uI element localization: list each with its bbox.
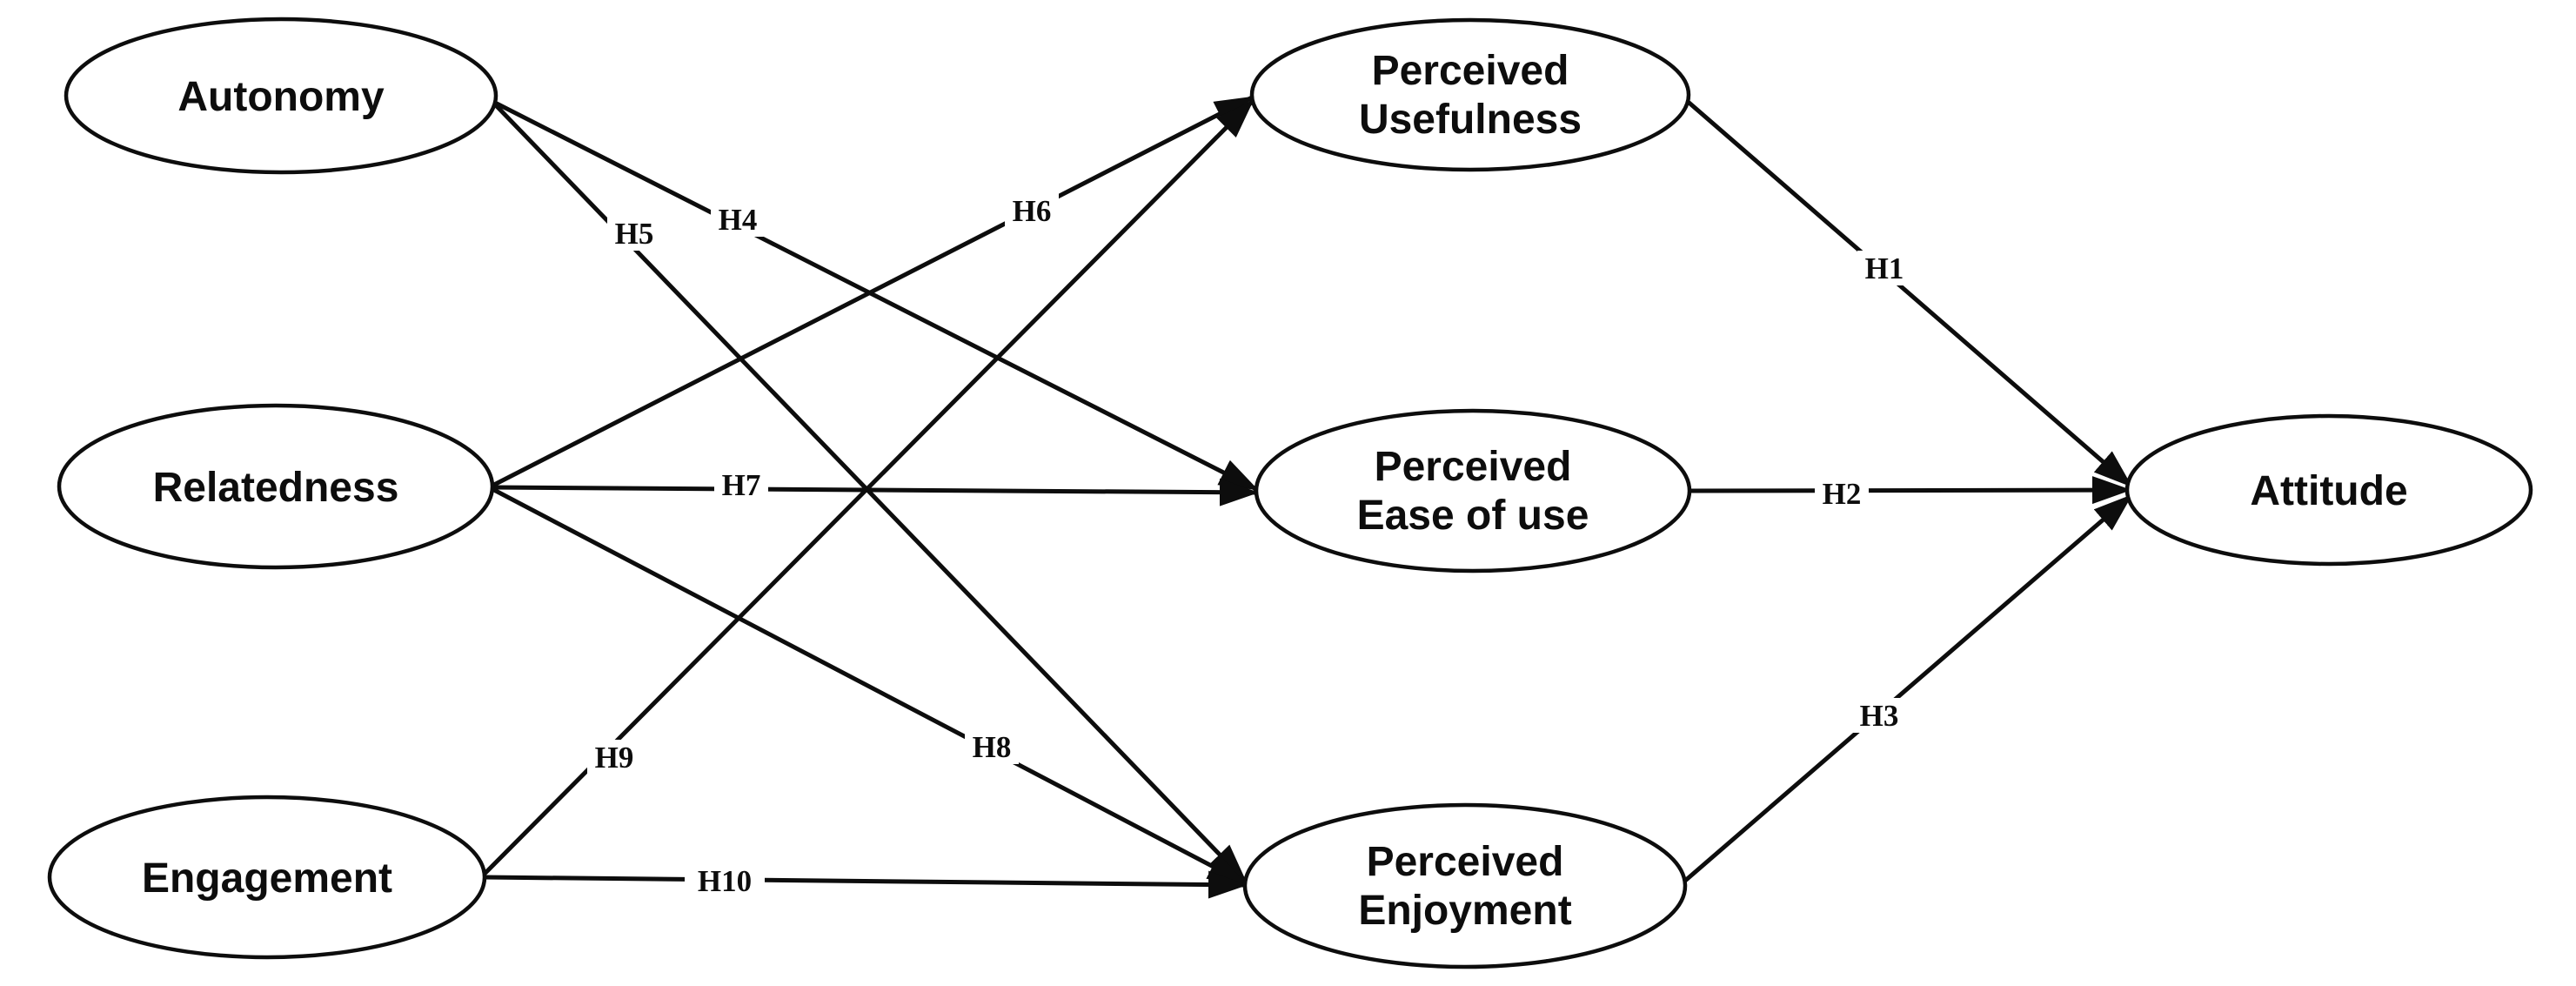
edge-h4-autonomy-to-perceived_ease_of_use bbox=[493, 100, 1259, 492]
edge-label-backing bbox=[1005, 193, 1059, 228]
node-attitude: Attitude bbox=[2124, 413, 2533, 567]
edge-label-backing bbox=[714, 467, 768, 502]
node-ellipse bbox=[57, 403, 495, 570]
node-ellipse bbox=[1242, 802, 1688, 969]
node-label: Relatedness bbox=[153, 465, 399, 511]
edge-label-h3: H3 bbox=[1860, 699, 1899, 733]
node-label: Engagement bbox=[142, 855, 392, 902]
edge-label-h6: H6 bbox=[1013, 194, 1052, 228]
edge-label-h2: H2 bbox=[1823, 477, 1862, 511]
node-label: Autonomy bbox=[177, 74, 385, 120]
edge-h1-perceived_usefulness-to-attitude bbox=[1684, 98, 2133, 487]
edge-label-backing bbox=[1815, 476, 1869, 511]
edge-h3-perceived_enjoyment-to-attitude bbox=[1683, 494, 2133, 882]
edge-label-backing bbox=[685, 863, 765, 898]
node-ellipse bbox=[64, 17, 498, 175]
edge-h7-relatedness-to-perceived_ease_of_use bbox=[492, 478, 1259, 506]
edge-h2-perceived_ease_of_use-to-attitude bbox=[1689, 476, 2131, 505]
edge-h6-relatedness-to-perceived_usefulness bbox=[491, 95, 1255, 488]
edge-label-backing bbox=[711, 202, 765, 237]
edge-label-backing bbox=[965, 729, 1019, 764]
node-relatedness: Relatedness bbox=[57, 403, 495, 570]
edge-label-backing bbox=[607, 216, 661, 251]
edge-h8-relatedness-to-perceived_enjoyment bbox=[491, 486, 1248, 886]
node-ellipse bbox=[47, 795, 487, 960]
edge-label-h10: H10 bbox=[698, 864, 752, 898]
node-ellipse bbox=[2124, 413, 2533, 567]
node-ellipse bbox=[1249, 17, 1691, 172]
edge-label-backing bbox=[1852, 698, 1906, 733]
node-engagement: Engagement bbox=[47, 795, 487, 960]
node-autonomy: Autonomy bbox=[64, 17, 498, 175]
node-ellipse bbox=[1254, 408, 1692, 573]
edge-h10-engagement-to-perceived_enjoyment bbox=[484, 870, 1248, 899]
edge-label-h7: H7 bbox=[722, 468, 761, 502]
edge-label-h4: H4 bbox=[719, 203, 758, 237]
edge-label-backing bbox=[1857, 251, 1911, 285]
edge-label-h8: H8 bbox=[973, 730, 1012, 764]
edge-label-h5: H5 bbox=[615, 217, 654, 251]
edge-label-h1: H1 bbox=[1865, 252, 1904, 285]
edge-label-h9: H9 bbox=[595, 741, 634, 775]
node-label: Attitude bbox=[2250, 468, 2407, 514]
edge-label-backing bbox=[587, 740, 641, 775]
